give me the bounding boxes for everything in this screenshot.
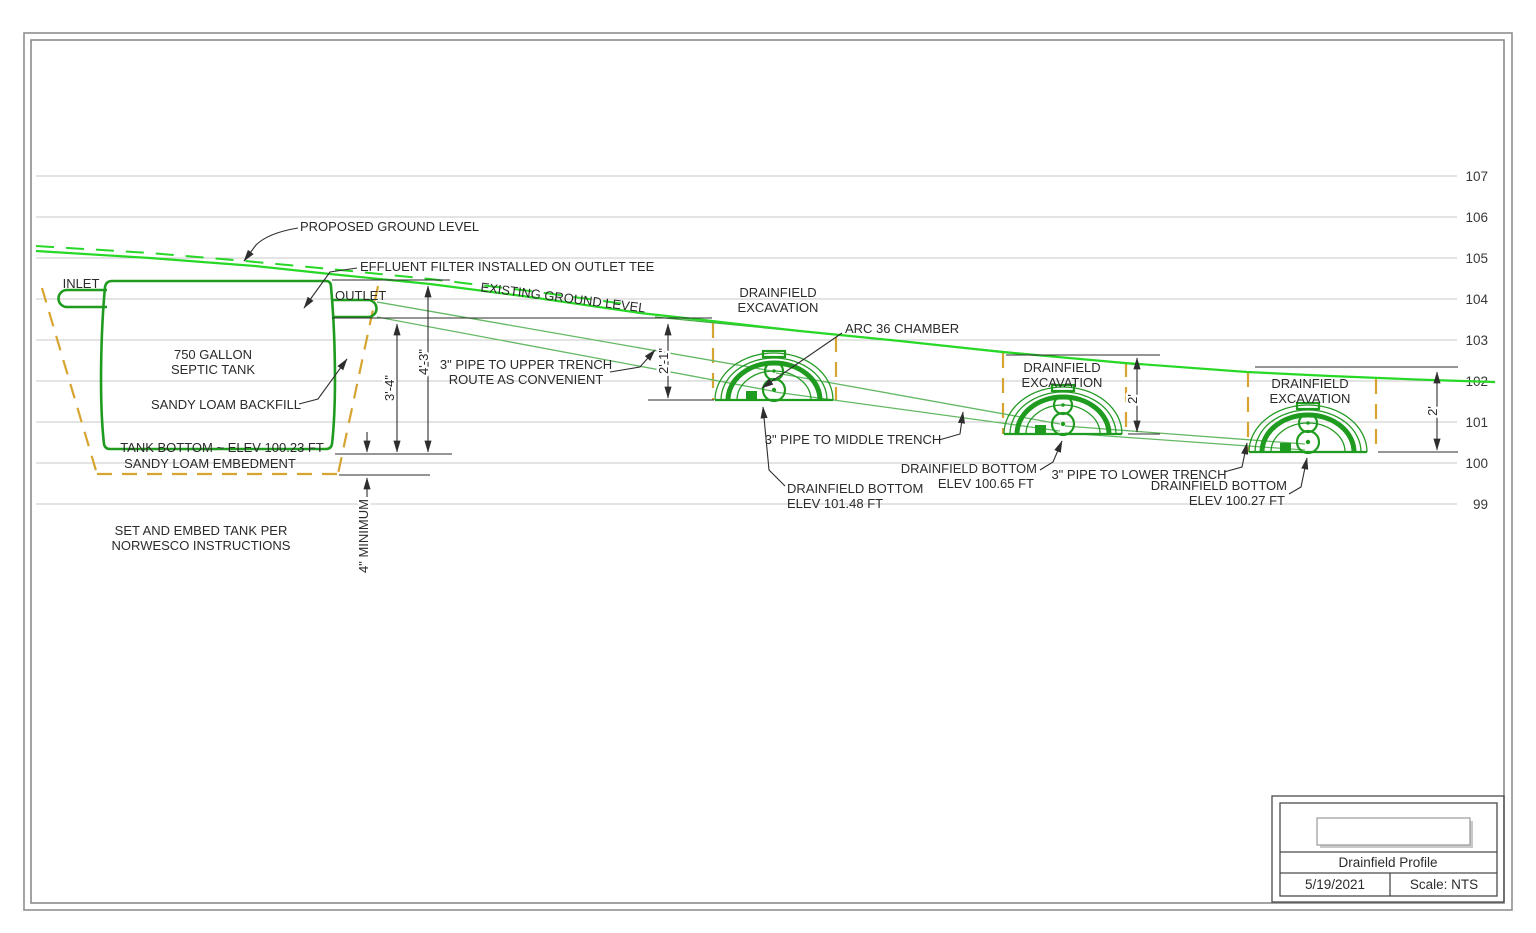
elevation-label-101: 101: [1465, 415, 1488, 430]
set-embed-label-line2: NORWESCO INSTRUCTIONS: [112, 538, 291, 553]
arc36-chamber-label: ARC 36 CHAMBER: [845, 321, 959, 336]
set-embed-label-line1: SET AND EMBED TANK PER: [115, 523, 288, 538]
dim-outlet-depth: 3'-4": [382, 375, 397, 401]
title-block-scale: Scale: NTS: [1410, 877, 1478, 892]
elevation-label-105: 105: [1465, 251, 1488, 266]
tank-bottom-label: TANK BOTTOM ~ ELEV 100.23 FT: [120, 440, 324, 455]
proposed-ground-line: [35, 245, 626, 305]
existing-ground-line: [35, 249, 1496, 384]
dim-embed-min: 4" MINIMUM: [356, 499, 371, 573]
inlet-pipe: [57, 288, 107, 309]
excavation3-label-line2: EXCAVATION: [1270, 391, 1351, 406]
excavation3-label-line1: DRAINFIELD: [1271, 376, 1348, 391]
elevation-label-107: 107: [1465, 169, 1488, 184]
drainfield-bottom3-line1: DRAINFIELD BOTTOM: [1151, 478, 1287, 493]
sheet-border-inner: [30, 39, 1505, 904]
drainfield-bottom1-line1: DRAINFIELD BOTTOM: [787, 481, 923, 496]
drainfield-bottom1-line2: ELEV 101.48 FT: [787, 496, 883, 511]
drainfield-bottom2-line2: ELEV 100.65 FT: [938, 476, 1034, 491]
pipe-to-middle-trench: [775, 372, 1061, 425]
excavation1-label-line2: EXCAVATION: [738, 300, 819, 315]
elevation-label-100: 100: [1465, 456, 1488, 471]
dimension-lines: [363, 285, 1441, 497]
sheet-border-outer: [23, 32, 1513, 911]
title-block: Drainfield Profile 5/19/2021 Scale: NTS: [1271, 795, 1505, 903]
excavation2-label-line2: EXCAVATION: [1022, 375, 1103, 390]
inlet-label: INLET: [63, 276, 100, 291]
title-block-date: 5/19/2021: [1305, 877, 1365, 892]
dim-tank-depth: 4'-3": [416, 349, 431, 375]
excavation1-label-line1: DRAINFIELD: [739, 285, 816, 300]
elevation-label-99: 99: [1473, 497, 1488, 512]
tank-label-line1: 750 GALLON: [174, 347, 252, 362]
tank-label-line2: SEPTIC TANK: [171, 362, 255, 377]
pipe-middle-label: 3" PIPE TO MIDDLE TRENCH: [765, 432, 942, 447]
title-block-title: Drainfield Profile: [1338, 855, 1437, 870]
logo-placeholder: [1316, 817, 1471, 846]
septic-tank-outline: [99, 279, 337, 451]
dim-middle-trench: 2': [1125, 394, 1140, 404]
outlet-pipe: [332, 298, 378, 319]
proposed-ground-label: PROPOSED GROUND LEVEL: [300, 219, 479, 234]
elevation-label-104: 104: [1465, 292, 1488, 307]
backfill-label: SANDY LOAM BACKFILL: [151, 397, 301, 412]
drainfield-bottom2-line1: DRAINFIELD BOTTOM: [901, 461, 1037, 476]
effluent-filter-label: EFFLUENT FILTER INSTALLED ON OUTLET TEE: [360, 259, 655, 274]
drainfield-bottom3-line2: ELEV 100.27 FT: [1189, 493, 1285, 508]
extension-lines: [332, 279, 1458, 476]
pipe-upper-label-line1: 3" PIPE TO UPPER TRENCH: [440, 357, 612, 372]
elevation-label-106: 106: [1465, 210, 1488, 225]
dim-lower-trench: 2': [1425, 406, 1440, 416]
title-block-outer: [1271, 795, 1505, 903]
dim-upper-trench: 2'-1": [656, 348, 671, 374]
embedment-label: SANDY LOAM EMBEDMENT: [124, 456, 296, 471]
pipe-to-upper-trench: [376, 301, 773, 372]
excavation2-label-line1: DRAINFIELD: [1023, 360, 1100, 375]
elevation-scale: 107 106 105 104 103 102 101 100 99: [1465, 169, 1488, 512]
septic-tank: [57, 279, 378, 451]
leader-lines: [243, 227, 1309, 495]
elevation-label-103: 103: [1465, 333, 1488, 348]
pipe-lower-label: 3" PIPE TO LOWER TRENCH: [1051, 467, 1226, 482]
title-block-inner: [1279, 802, 1498, 897]
outlet-label: OUTLET: [335, 288, 386, 303]
pipe-upper-label-line2: ROUTE AS CONVENIENT: [449, 372, 604, 387]
trench-excavation-outlines: [711, 323, 1378, 452]
effluent-pipes: [376, 301, 1306, 451]
